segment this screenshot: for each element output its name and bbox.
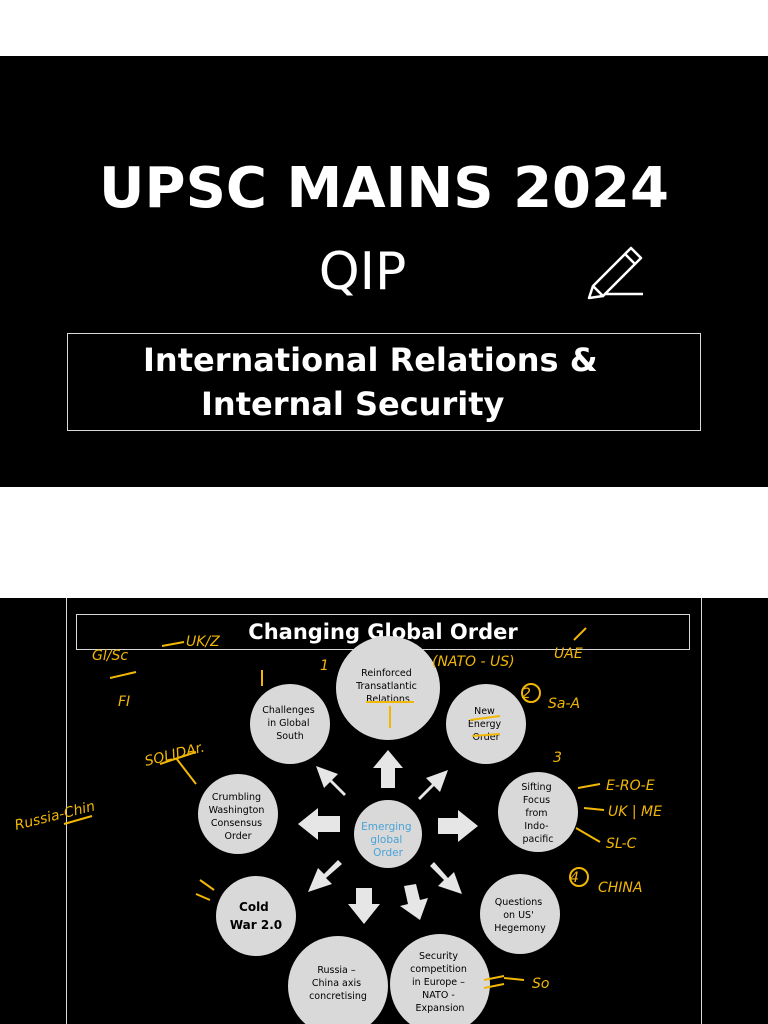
arrow-down xyxy=(400,884,428,920)
svg-text:Emerging global Or: Emerging global Order xyxy=(361,821,415,859)
svg-text:CHINA: CHINA xyxy=(598,880,642,896)
content-slide: Changing Global Order Emerging global Or… xyxy=(0,598,768,1024)
svg-text:Cold War 2.0: Cold War 2.0 xyxy=(230,900,282,932)
arrow-down-left xyxy=(308,860,342,892)
svg-text:3: 3 xyxy=(553,750,562,766)
center-line-1: Emerging xyxy=(361,821,411,833)
svg-text:Reinforced Transatlant: Reinforced Transatlantic Relations xyxy=(355,668,420,705)
node-hegemony: Questions on US' Hegemony xyxy=(480,874,560,954)
svg-text:FI: FI xyxy=(118,694,130,710)
node-washington: Crumbling Washington Consensus Order xyxy=(198,774,278,854)
svg-text:UK | ME: UK | ME xyxy=(608,804,662,820)
svg-text:E-RO-E: E-RO-E xyxy=(606,778,655,794)
arrow-up-right xyxy=(418,770,448,800)
node-indo-pacific: Sifting Focus from Indo- pacific xyxy=(498,772,578,852)
svg-text:Sifting Focus: Sifting Focus from Indo- pacific xyxy=(521,782,554,845)
arrow-left xyxy=(298,808,340,840)
center-line-3: Order xyxy=(373,847,404,859)
svg-text:Gl/Sc: Gl/Sc xyxy=(92,648,128,664)
title-slide: UPSC MAINS 2024 QIP International Relati… xyxy=(0,56,768,487)
topic-line-1: International Relations & xyxy=(143,341,598,379)
node-transatlantic: Reinforced Transatlantic Relations xyxy=(336,636,440,740)
topic-line-2: Internal Security xyxy=(201,385,505,423)
radial-arrows xyxy=(298,750,478,924)
node-russia-china: Russia – China axis concretising xyxy=(288,936,388,1024)
svg-text:Crumbling Washington: Crumbling Washington Consensus Order xyxy=(209,792,268,842)
svg-text:(NATO - US): (NATO - US) xyxy=(432,654,515,670)
arrow-down-right xyxy=(430,862,462,894)
arrow-up xyxy=(373,750,403,788)
pencil-icon xyxy=(587,246,643,300)
svg-text:SOLIDAr.: SOLIDAr. xyxy=(143,740,206,770)
svg-text:1: 1 xyxy=(320,658,329,674)
svg-text:New Energy Ord: New Energy Order xyxy=(468,706,504,743)
center-line-2: global xyxy=(370,834,402,846)
arrow-down-2 xyxy=(348,888,380,924)
node-energy: New Energy Order xyxy=(446,684,526,764)
svg-text:So: So xyxy=(532,976,549,992)
node-global-south: Challenges in Global South xyxy=(250,684,330,764)
slide-title: UPSC MAINS 2024 xyxy=(99,156,669,221)
svg-text:4: 4 xyxy=(570,870,579,886)
slide-frame xyxy=(66,598,702,1024)
svg-text:Challenges in Global: Challenges in Global South xyxy=(262,705,317,742)
svg-text:Sa-A: Sa-A xyxy=(548,696,580,712)
svg-text:UK/Z: UK/Z xyxy=(186,634,220,650)
svg-text:2: 2 xyxy=(522,686,531,702)
global-order-diagram: Emerging global Order Reinforced Transat… xyxy=(13,627,662,1024)
svg-text:UAE: UAE xyxy=(554,646,583,662)
arrow-right xyxy=(438,810,478,842)
topic-box: International Relations & Internal Secur… xyxy=(67,333,701,431)
node-cold-war: Cold War 2.0 xyxy=(216,876,296,956)
svg-text:Russia-Chin: Russia-Chin xyxy=(13,798,97,833)
svg-text:SL-C: SL-C xyxy=(606,836,637,852)
handwritten-annotations: Gl/Sc UK/Z FI SOLIDAr. Russia-Chin (NATO… xyxy=(13,627,662,992)
arrow-up-left xyxy=(316,766,346,796)
svg-text:Security competition: Security competition in Europe – NATO - … xyxy=(410,951,470,1014)
slide-subtitle: QIP xyxy=(318,242,407,302)
center-node xyxy=(354,800,422,868)
svg-text:Questions on US': Questions on US' Hegemony xyxy=(494,897,546,934)
svg-text:Russia – China axis: Russia – China axis concretising xyxy=(309,965,367,1002)
node-security: Security competition in Europe – NATO - … xyxy=(390,934,490,1024)
